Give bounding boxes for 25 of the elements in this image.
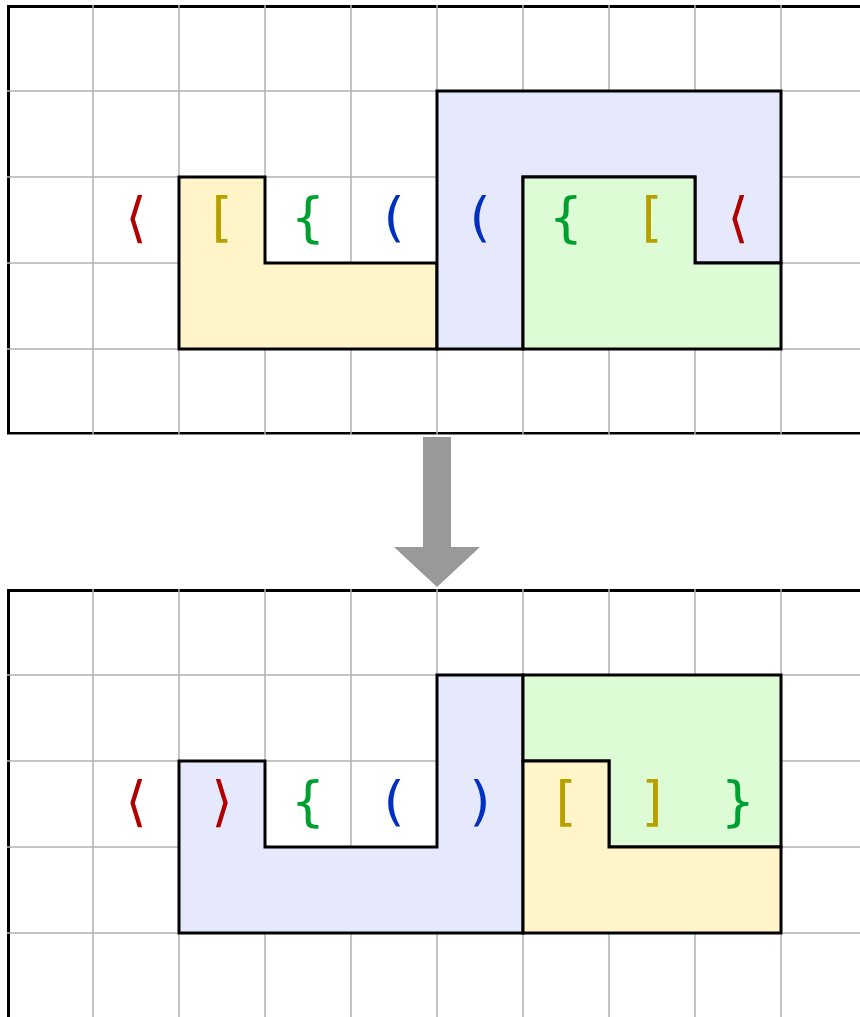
shaded-region [177,175,439,351]
bracket-symbol: [ [554,772,578,832]
bracket-symbol: ] [640,772,664,832]
bracket-symbol: [ [640,188,664,248]
bracket-symbol: ⟨ [726,188,750,248]
shaded-region [177,673,525,935]
shaded-region [521,759,783,935]
grid-panel [7,5,860,435]
bracket-symbol: ⟩ [210,772,234,832]
bracket-symbol: ( [382,772,406,832]
arrow [394,437,480,587]
bracket-symbol: [ [210,188,234,248]
bracket-symbol: } [719,772,757,832]
shaded-region [521,673,783,849]
bracket-symbol: ⟨ [124,772,148,832]
bracket-symbol: ⟨ [124,188,148,248]
grid-panel [7,589,860,1017]
bracket-symbol: { [289,772,327,832]
shaded-region [435,89,783,351]
bracket-symbol: { [289,188,327,248]
shaded-region [521,175,783,351]
bracket-symbol: ( [382,188,406,248]
bracket-symbol: ) [468,772,492,832]
bracket-symbol: ( [468,188,492,248]
bracket-symbol: { [547,188,585,248]
